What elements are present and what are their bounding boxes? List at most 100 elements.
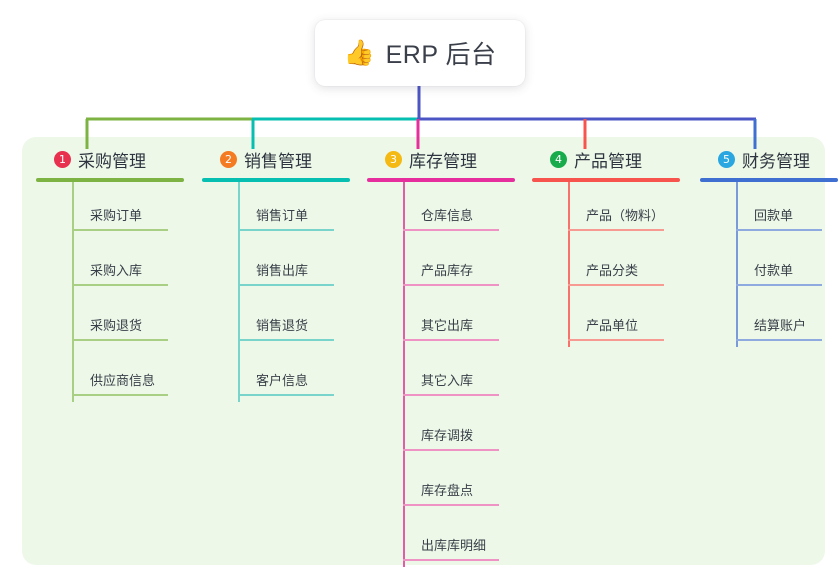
branch-badge-2: 2 <box>220 150 237 168</box>
branch-item[interactable]: 出库库明细 <box>367 512 527 567</box>
branch-item[interactable]: 产品（物料） <box>532 182 692 237</box>
branch-title-4: 产品管理 <box>574 151 642 171</box>
branch-rule-5 <box>700 178 838 182</box>
branch-badge-4: 4 <box>550 150 567 168</box>
branch-items-4: 产品（物料） 产品分类产品单位 <box>532 182 692 347</box>
branch-item-rule <box>403 284 499 286</box>
branch-item-rule <box>736 339 822 341</box>
branch-items-1: 采购订单采购入库采购退货供应商信息 <box>36 182 196 402</box>
branch-item[interactable]: 仓库信息 <box>367 182 527 237</box>
branch-item-rule <box>403 394 499 396</box>
branch-rule-3 <box>367 178 515 182</box>
branch-item-label: 其它出库 <box>421 318 474 333</box>
branch-column-5: 5 财务管理回款单付款单结算账户 <box>700 146 839 347</box>
branch-item-rule <box>403 449 499 451</box>
branch-item-rule <box>568 339 664 341</box>
branch-item[interactable]: 其它出库 <box>367 292 527 347</box>
branch-item[interactable]: 客户信息 <box>202 347 362 402</box>
branch-badge-1: 1 <box>54 150 71 168</box>
diagram-panel <box>22 137 825 565</box>
branch-item-label: 销售订单 <box>256 208 309 223</box>
branch-items-3: 仓库信息产品库存其它出库其它入库库存调拨库存盘点出库库明细 <box>367 182 527 567</box>
branch-item[interactable]: 采购入库 <box>36 237 196 292</box>
branch-rule-2 <box>202 178 350 182</box>
branch-item-label: 其它入库 <box>421 373 474 388</box>
branch-rule-4 <box>532 178 680 182</box>
branch-item[interactable]: 结算账户 <box>700 292 839 347</box>
branch-header-4[interactable]: 4 产品管理 <box>532 146 692 172</box>
branch-item[interactable]: 采购订单 <box>36 182 196 237</box>
branch-item-rule <box>403 229 499 231</box>
branch-item-rule <box>568 284 664 286</box>
branch-column-4: 4 产品管理产品（物料） 产品分类产品单位 <box>532 146 692 347</box>
branch-item-rule <box>403 339 499 341</box>
branch-item-rule <box>403 559 499 561</box>
branch-item-label: 产品（物料） <box>586 208 665 223</box>
branch-rule-1 <box>36 178 184 182</box>
branch-header-1[interactable]: 1 采购管理 <box>36 146 196 172</box>
branch-items-5: 回款单付款单结算账户 <box>700 182 839 347</box>
branch-item-label: 产品单位 <box>586 318 639 333</box>
branch-item[interactable]: 其它入库 <box>367 347 527 402</box>
branch-item-label: 出库库明细 <box>421 538 487 553</box>
branch-item-label: 产品分类 <box>586 263 639 278</box>
branch-item[interactable]: 供应商信息 <box>36 347 196 402</box>
branch-title-5: 财务管理 <box>742 151 810 171</box>
branch-item-label: 销售出库 <box>256 263 309 278</box>
branch-item[interactable]: 销售出库 <box>202 237 362 292</box>
branch-item[interactable]: 付款单 <box>700 237 839 292</box>
branch-item[interactable]: 库存盘点 <box>367 457 527 512</box>
branch-item-rule <box>72 229 168 231</box>
branch-item-label: 采购退货 <box>90 318 143 333</box>
branch-item[interactable]: 回款单 <box>700 182 839 237</box>
branch-item-label: 库存调拨 <box>421 428 474 443</box>
branch-item-rule <box>238 394 334 396</box>
branch-item-label: 采购订单 <box>90 208 143 223</box>
branch-header-2[interactable]: 2 销售管理 <box>202 146 362 172</box>
branch-item-label: 付款单 <box>754 263 794 278</box>
branch-spine-2 <box>238 182 240 402</box>
branch-item[interactable]: 产品库存 <box>367 237 527 292</box>
branch-item-label: 采购入库 <box>90 263 143 278</box>
branch-item-label: 供应商信息 <box>90 373 156 388</box>
branch-item[interactable]: 销售订单 <box>202 182 362 237</box>
branch-header-5[interactable]: 5 财务管理 <box>700 146 839 172</box>
branch-item-rule <box>568 229 664 231</box>
branch-column-2: 2 销售管理销售订单销售出库销售退货客户信息 <box>202 146 362 402</box>
branch-item[interactable]: 产品分类 <box>532 237 692 292</box>
branch-item[interactable]: 销售退货 <box>202 292 362 347</box>
root-node[interactable]: 👍 ERP 后台 <box>315 20 525 86</box>
branch-item-label: 客户信息 <box>256 373 309 388</box>
branch-item[interactable]: 产品单位 <box>532 292 692 347</box>
branch-item[interactable]: 库存调拨 <box>367 402 527 457</box>
branch-badge-3: 3 <box>385 150 402 168</box>
branch-badge-5: 5 <box>718 150 735 168</box>
branch-item-rule <box>238 284 334 286</box>
branch-items-2: 销售订单销售出库销售退货客户信息 <box>202 182 362 402</box>
branch-item-rule <box>72 394 168 396</box>
branch-item-rule <box>736 284 822 286</box>
branch-title-1: 采购管理 <box>78 151 146 171</box>
branch-item-rule <box>72 284 168 286</box>
branch-item[interactable]: 采购退货 <box>36 292 196 347</box>
branch-item-label: 回款单 <box>754 208 794 223</box>
branch-item-label: 销售退货 <box>256 318 309 333</box>
branch-item-rule <box>403 504 499 506</box>
branch-item-label: 库存盘点 <box>421 483 474 498</box>
branch-item-label: 仓库信息 <box>421 208 474 223</box>
branch-spine-4 <box>568 182 570 347</box>
branch-item-label: 产品库存 <box>421 263 474 278</box>
branch-spine-3 <box>403 182 405 567</box>
branch-column-1: 1 采购管理采购订单采购入库采购退货供应商信息 <box>36 146 196 402</box>
branch-item-label: 结算账户 <box>754 318 807 333</box>
branch-spine-5 <box>736 182 738 347</box>
branch-title-2: 销售管理 <box>244 151 312 171</box>
thumbs-up-icon: 👍 <box>343 38 375 67</box>
branch-item-rule <box>238 229 334 231</box>
branch-item-rule <box>72 339 168 341</box>
branch-item-rule <box>238 339 334 341</box>
